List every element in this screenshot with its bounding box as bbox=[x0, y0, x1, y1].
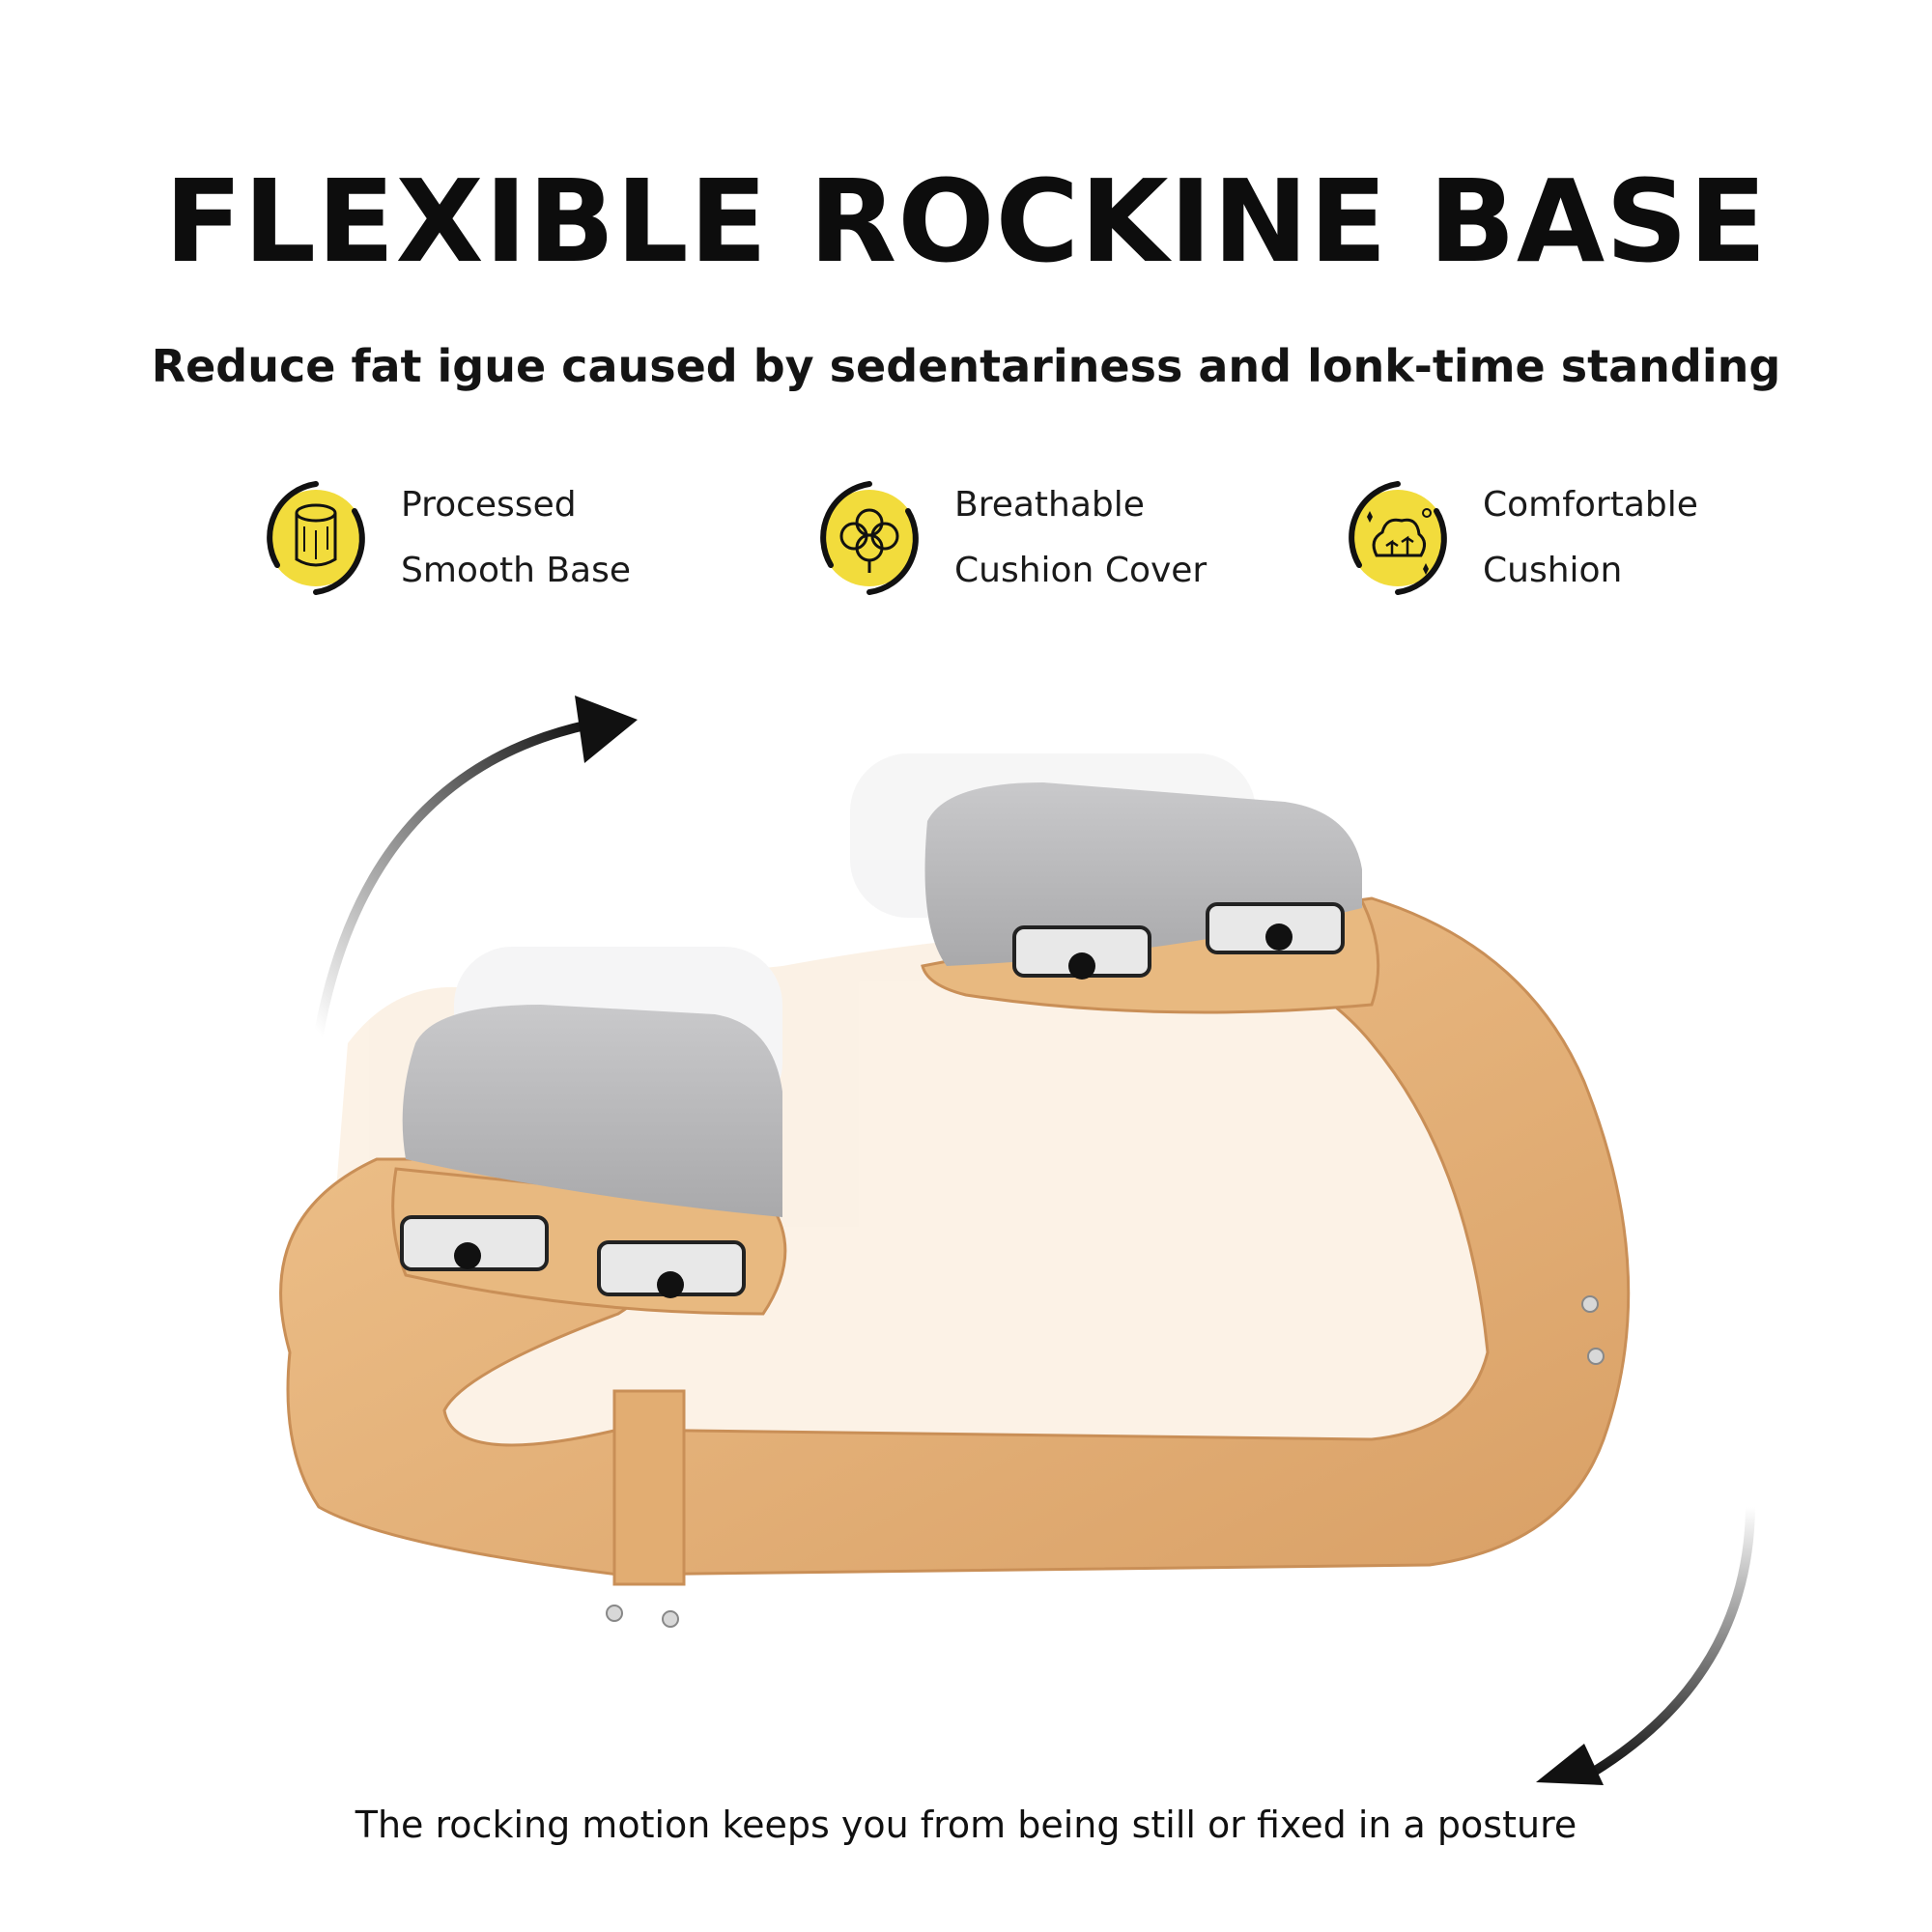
adjustment-knob bbox=[1068, 952, 1095, 980]
rocking-arrow-top bbox=[314, 696, 638, 1038]
feature-smooth-base: Processed Smooth Base bbox=[256, 475, 631, 601]
page-subtitle: Reduce fat igue caused by sedentariness … bbox=[151, 340, 1781, 392]
feature-breathable-cover: Breathable Cushion Cover bbox=[810, 475, 1207, 601]
feature-line-2: Cushion bbox=[1483, 551, 1623, 590]
rocking-chair-illustration bbox=[0, 676, 1932, 1787]
feature-line-1: Comfortable bbox=[1483, 485, 1698, 525]
wood-log-icon bbox=[256, 478, 376, 598]
knee-cushion bbox=[402, 1005, 782, 1217]
comfort-sparkle-icon bbox=[1338, 478, 1458, 598]
feature-line-1: Processed bbox=[401, 485, 577, 525]
bottom-caption: The rocking motion keeps you from being … bbox=[355, 1804, 1577, 1846]
feature-line-2: Cushion Cover bbox=[954, 551, 1208, 590]
rocking-arrow-bottom bbox=[1536, 1502, 1755, 1785]
cotton-flower-icon bbox=[810, 478, 929, 598]
feature-line-2: Smooth Base bbox=[401, 551, 632, 590]
feature-comfortable-cushion: Comfortable Cushion bbox=[1338, 475, 1698, 601]
knee-slot bbox=[400, 1215, 549, 1271]
adjustment-knob bbox=[1265, 923, 1293, 951]
page-title: FLEXIBLE ROCKINE BASE bbox=[164, 155, 1768, 288]
feature-line-1: Breathable bbox=[954, 485, 1145, 525]
adjustment-knob bbox=[454, 1242, 481, 1269]
adjustment-knob bbox=[657, 1271, 684, 1298]
